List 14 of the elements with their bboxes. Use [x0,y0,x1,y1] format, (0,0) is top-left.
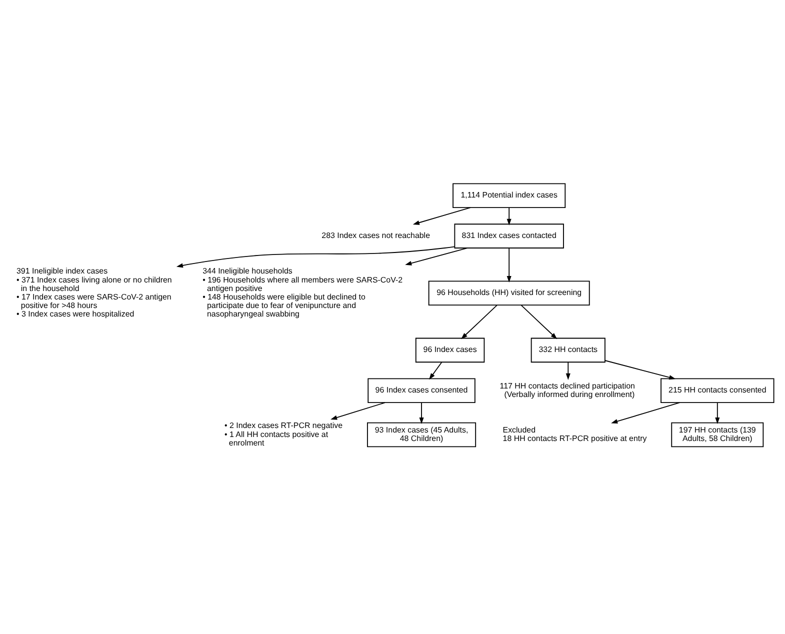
arrow [461,304,498,340]
arrow [176,246,456,268]
arrow [506,248,512,283]
arrow [506,207,512,226]
arrow [715,402,720,424]
arrow [412,207,471,225]
arrow [405,248,468,266]
arrow [419,402,424,424]
arrow [330,402,386,420]
arrow [611,402,680,424]
arrow [429,362,442,380]
arrow [566,362,570,380]
arrow [604,360,676,380]
arrow [520,304,558,340]
